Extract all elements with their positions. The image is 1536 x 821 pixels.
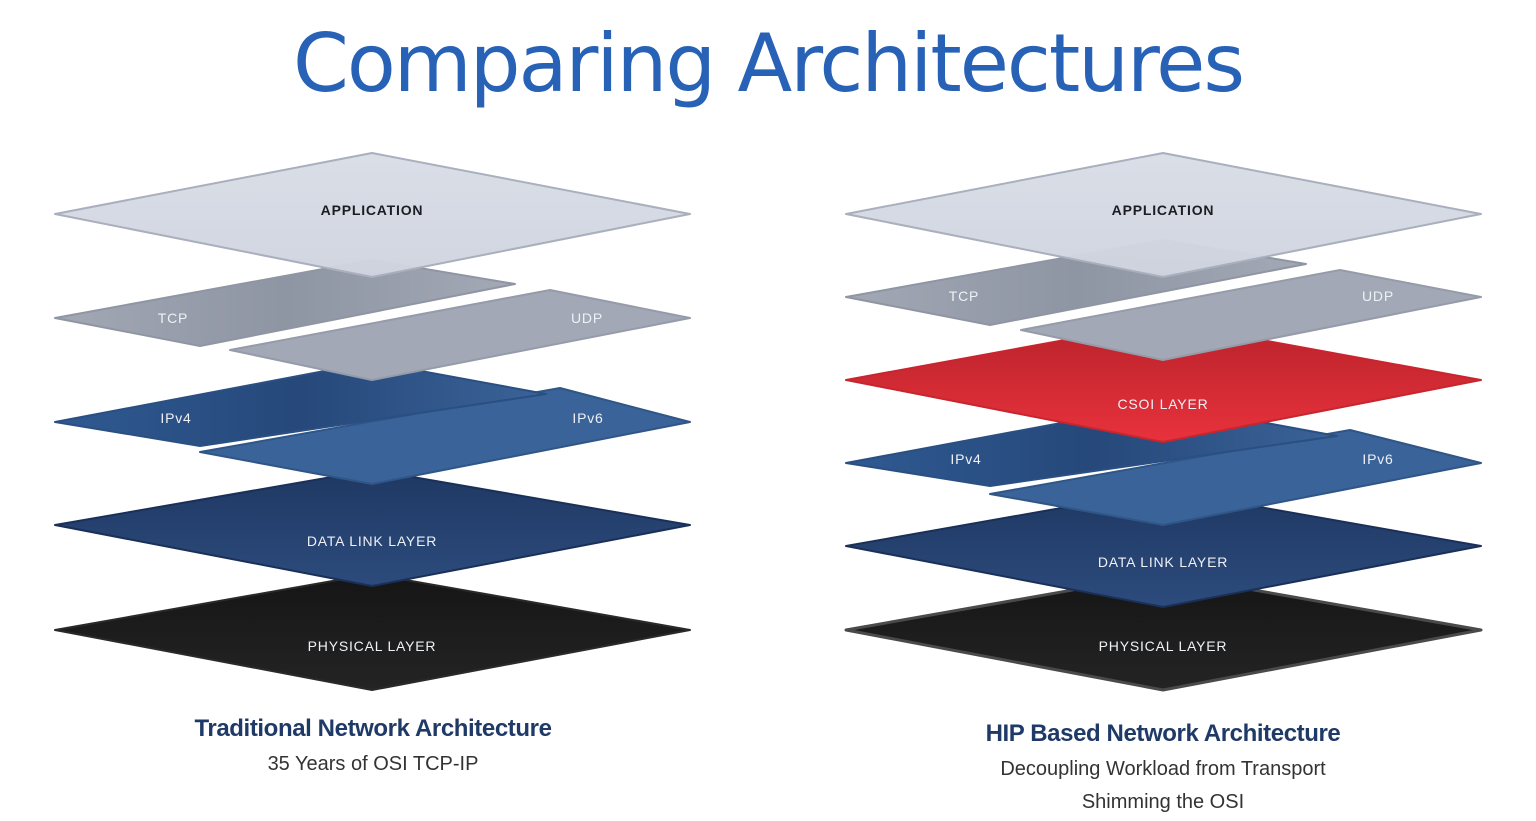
- right-caption: HIP Based Network Architecture Decouplin…: [813, 720, 1513, 814]
- left-physical-label: PHYSICAL LAYER: [308, 638, 437, 654]
- right-caption-subtitle: Decoupling Workload from Transport: [1000, 758, 1326, 780]
- right-application-layer: APPLICATION: [845, 152, 1482, 278]
- right-datalink-label: DATA LINK LAYER: [1098, 554, 1228, 570]
- right-physical-label: PHYSICAL LAYER: [1099, 638, 1228, 654]
- page-title: Comparing Architectures: [292, 17, 1245, 110]
- left-caption-title: Traditional Network Architecture: [194, 715, 552, 742]
- left-ipv6-label: IPv6: [572, 410, 603, 426]
- left-tcp-label: TCP: [158, 310, 188, 326]
- right-application-label: APPLICATION: [1112, 202, 1215, 218]
- left-ipv4-label: IPv4: [160, 410, 191, 426]
- left-ipv4-layer: IPv4: [54, 361, 547, 447]
- right-udp-label: UDP: [1362, 288, 1394, 304]
- right-csoi-layer: CSOI LAYER: [845, 321, 1482, 443]
- right-caption-subtitle-2: Shimming the OSI: [1081, 791, 1245, 813]
- right-caption-title: HIP Based Network Architecture: [985, 720, 1341, 747]
- left-udp-layer: UDP: [229, 289, 691, 381]
- left-udp-label: UDP: [571, 310, 603, 326]
- left-caption: Traditional Network Architecture 35 Year…: [23, 715, 723, 776]
- right-udp-layer: UDP: [1020, 269, 1482, 361]
- left-tcp-layer: TCP: [54, 259, 516, 347]
- left-application-label: APPLICATION: [321, 202, 424, 218]
- left-datalink-label: DATA LINK LAYER: [307, 533, 437, 549]
- left-physical-layer: PHYSICAL LAYER: [54, 573, 691, 691]
- left-datalink-layer: DATA LINK LAYER: [54, 469, 691, 587]
- right-datalink-layer: DATA LINK LAYER: [845, 489, 1482, 608]
- right-ipv4-label: IPv4: [950, 451, 981, 467]
- right-tcp-label: TCP: [949, 288, 979, 304]
- left-application-layer: APPLICATION: [54, 152, 691, 278]
- right-physical-layer: PHYSICAL LAYER: [844, 572, 1483, 692]
- right-csoi-label: CSOI LAYER: [1118, 396, 1209, 412]
- left-caption-subtitle: 35 Years of OSI TCP-IP: [267, 753, 479, 775]
- right-ipv6-label: IPv6: [1362, 451, 1393, 467]
